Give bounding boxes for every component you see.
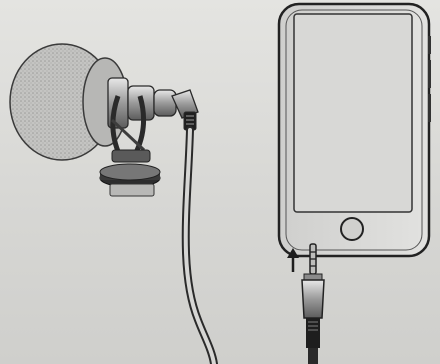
cold-shoe-mount [100, 164, 160, 196]
cable [186, 130, 214, 364]
trrs-plug [302, 244, 324, 364]
smartphone [279, 4, 431, 256]
microphone-body [108, 78, 198, 130]
